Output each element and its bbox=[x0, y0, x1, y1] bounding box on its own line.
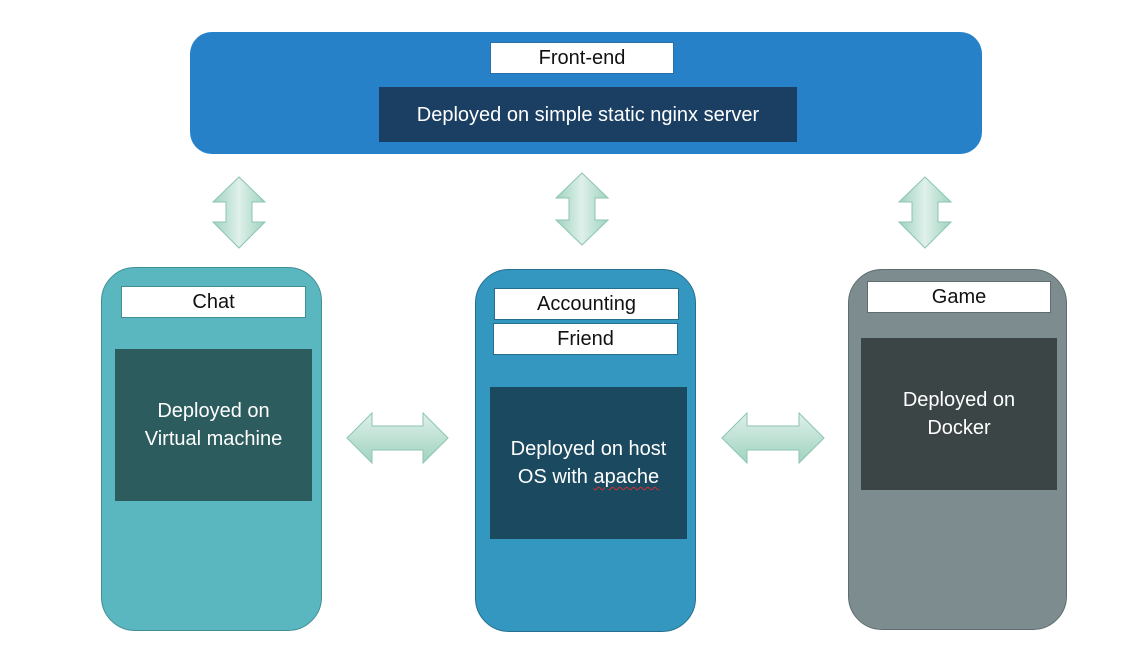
frontend-label-text: Front-end bbox=[538, 46, 626, 69]
game-deployment-line1: Deployed on bbox=[902, 389, 1016, 411]
arrow-accounting-game bbox=[721, 411, 825, 465]
frontend-container: Front-end Deployed on simple static ngin… bbox=[190, 32, 982, 154]
game-label: Game bbox=[867, 281, 1051, 313]
chat-label: Chat bbox=[121, 286, 306, 318]
accounting-deployment-line1: Deployed on host bbox=[510, 438, 667, 460]
game-deployment-line2: Docker bbox=[927, 417, 991, 439]
chat-container: Chat Deployed on Virtual machine bbox=[101, 267, 322, 631]
chat-deployment: Deployed on Virtual machine bbox=[115, 349, 312, 501]
accounting-deployment-line2-prefix: OS with bbox=[517, 466, 594, 488]
chat-label-text: Chat bbox=[192, 290, 235, 313]
arrow-frontend-accounting bbox=[554, 172, 610, 246]
frontend-deployment-text: Deployed on simple static nginx server bbox=[416, 103, 760, 126]
game-label-text: Game bbox=[931, 285, 987, 308]
accounting-label-text: Accounting bbox=[537, 292, 636, 315]
arrow-frontend-chat bbox=[211, 176, 267, 249]
friend-label: Friend bbox=[493, 323, 678, 355]
game-deployment: Deployed on Docker bbox=[861, 338, 1057, 490]
accounting-deployment: Deployed on host OS with apache bbox=[490, 387, 687, 539]
accounting-deployment-line2-word: apache bbox=[593, 466, 660, 488]
game-container: Game Deployed on Docker bbox=[848, 269, 1067, 630]
chat-deployment-line2: Virtual machine bbox=[144, 428, 283, 450]
arrow-frontend-game bbox=[897, 176, 953, 249]
frontend-deployment: Deployed on simple static nginx server bbox=[379, 87, 797, 142]
frontend-label: Front-end bbox=[490, 42, 674, 74]
chat-deployment-line1: Deployed on bbox=[157, 400, 270, 422]
friend-label-text: Friend bbox=[557, 327, 614, 350]
accounting-label: Accounting bbox=[494, 288, 679, 320]
accounting-deployment-line2: OS with apache bbox=[511, 463, 667, 491]
accounting-container: Accounting Friend Deployed on host OS wi… bbox=[475, 269, 696, 632]
arrow-chat-accounting bbox=[346, 411, 449, 465]
